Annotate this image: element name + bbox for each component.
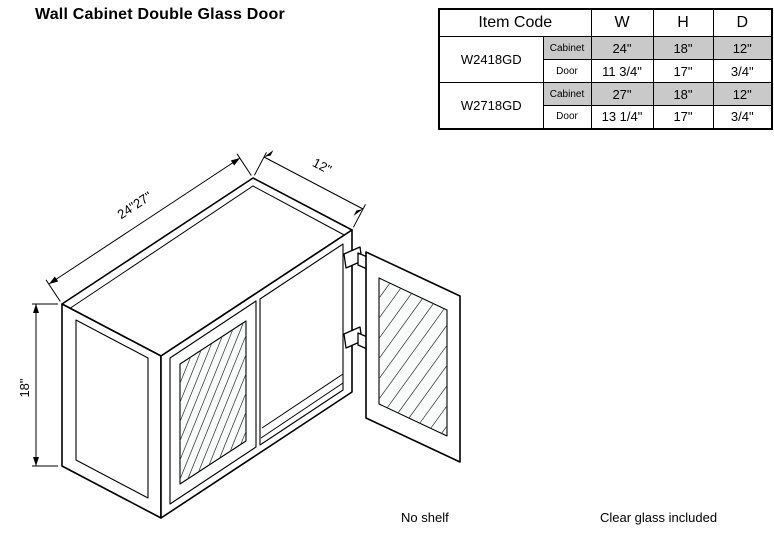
col-header-item-code: Item Code [438, 8, 592, 37]
left-side-panel [75, 319, 149, 499]
glass-hatch [378, 282, 448, 434]
height-dimension-label: 18" [17, 378, 32, 397]
height-dimension [32, 303, 58, 467]
top-face-edge-line [65, 185, 349, 312]
door-opening [259, 243, 344, 446]
item-code-cell: W2418GD [438, 36, 544, 83]
subrow-label: Door [542, 105, 592, 129]
page-title: Wall Cabinet Double Glass Door [35, 6, 285, 23]
value-h: 18" [652, 36, 714, 60]
value-d: 12" [712, 36, 773, 60]
glass-hatch [179, 322, 247, 480]
value-h: 17" [652, 105, 714, 129]
col-header-h: H [652, 8, 714, 37]
table-row-cabinet: W2418GD Cabinet 24" 18" 12" [438, 36, 773, 83]
spec-table: Item Code W H D W2418GD Cabinet 24" 18" … [438, 8, 773, 130]
note-clear-glass: Clear glass included [600, 510, 718, 525]
width-dimension [45, 153, 252, 302]
table-row-cabinet: W2718GD Cabinet 27" 18" 12" [438, 82, 773, 129]
subrow-label: Cabinet [542, 82, 592, 106]
table-row-door: Door 13 1/4" 17" 3/4" [439, 105, 773, 129]
value-d: 3/4" [712, 59, 773, 83]
interior-floor-line [261, 373, 344, 429]
col-header-w: W [590, 8, 654, 37]
subrow-label: Cabinet [542, 36, 592, 60]
width-dimension-label: 24"27" [114, 188, 154, 222]
value-w: 24" [590, 36, 654, 60]
depth-dimension-label: 12" [310, 155, 334, 177]
value-h: 17" [652, 59, 714, 83]
value-w: 11 3/4" [590, 59, 654, 83]
col-header-d: D [712, 8, 773, 37]
table-row-door: Door 11 3/4" 17" 3/4" [439, 59, 773, 83]
note-no-shelf: No shelf [401, 510, 449, 525]
value-h: 18" [652, 82, 714, 106]
value-w: 27" [590, 82, 654, 106]
item-code-cell: W2718GD [438, 82, 544, 129]
value-d: 12" [712, 82, 773, 106]
depth-dimension [253, 150, 366, 228]
interior-floor-edge-line [260, 382, 344, 439]
value-d: 3/4" [712, 105, 773, 129]
subrow-label: Door [542, 59, 592, 83]
value-w: 13 1/4" [590, 105, 654, 129]
open-door-glass [378, 277, 448, 437]
spec-table-header-row: Item Code W H D [438, 8, 773, 37]
